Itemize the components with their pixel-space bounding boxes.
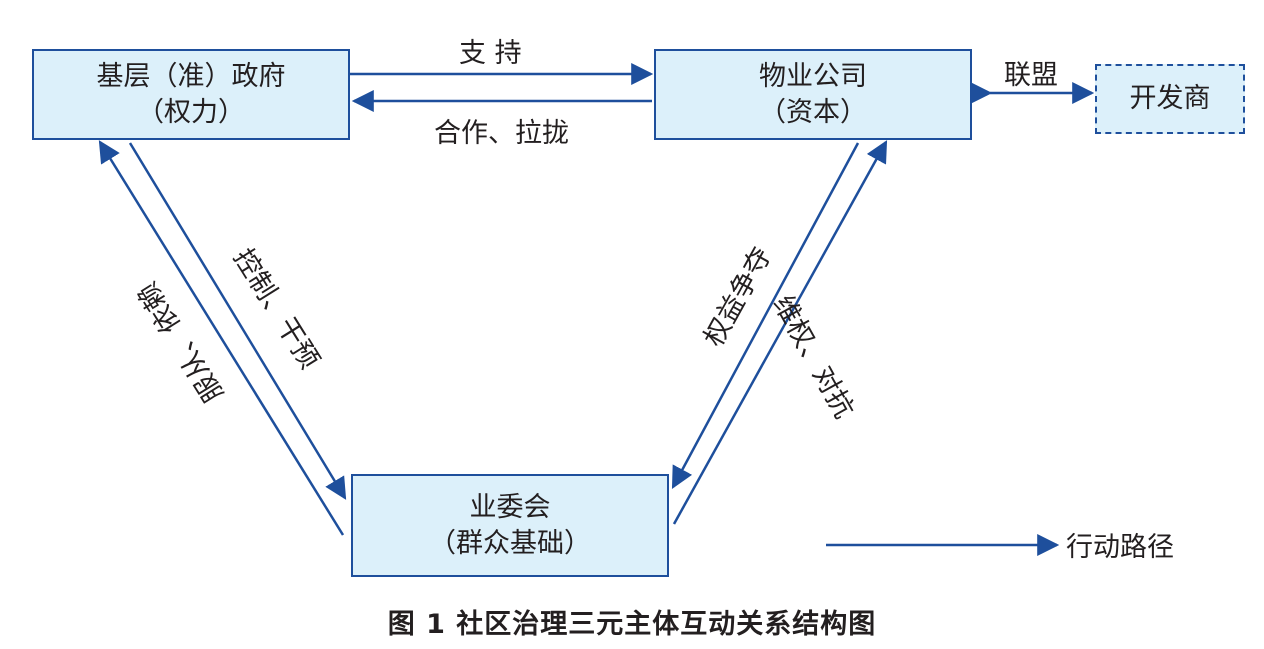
legend-label: 行动路径 <box>1066 532 1174 563</box>
property-company-node: 物业公司 （资本） <box>654 49 972 140</box>
owners-committee-subtitle: （群众基础） <box>429 527 591 559</box>
government-node: 基层（准）政府 （权力） <box>32 49 350 140</box>
cooperation-label: 合作、拉拢 <box>434 118 569 149</box>
obey-arrow <box>98 140 345 536</box>
control-arrow <box>128 142 347 500</box>
owners-committee-node: 业委会 （群众基础） <box>351 474 669 577</box>
owners-committee-title: 业委会 <box>469 492 551 524</box>
rights-struggle-arrow <box>671 142 860 489</box>
support-label: 支 持 <box>459 38 522 69</box>
defend-arrow <box>672 140 888 525</box>
property-company-title: 物业公司 <box>759 61 867 93</box>
alliance-label: 联盟 <box>1004 60 1058 91</box>
government-subtitle: （权力） <box>137 96 245 128</box>
property-company-subtitle: （资本） <box>759 96 867 128</box>
figure-caption: 图 1 社区治理三元主体互动关系结构图 <box>387 609 877 640</box>
government-title: 基层（准）政府 <box>96 61 286 93</box>
developer-title: 开发商 <box>1129 83 1211 115</box>
developer-node: 开发商 <box>1095 64 1245 134</box>
